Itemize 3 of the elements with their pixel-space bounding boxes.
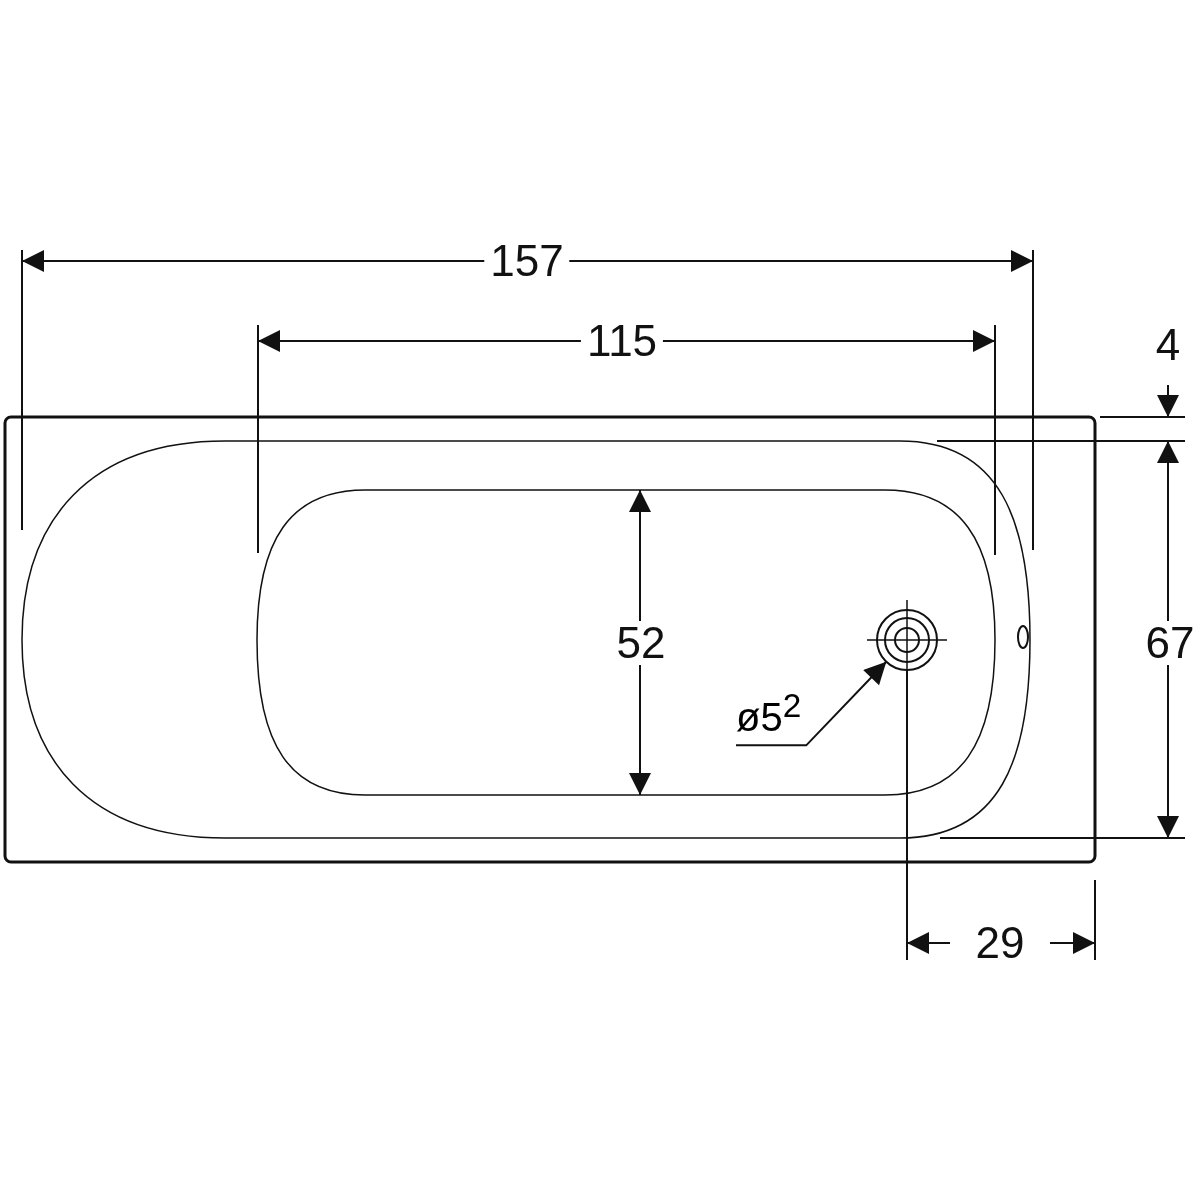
leader-line — [735, 660, 888, 747]
callout-label: ø5$^{2}$ — [736, 684, 802, 746]
drain-icon — [866, 599, 948, 681]
